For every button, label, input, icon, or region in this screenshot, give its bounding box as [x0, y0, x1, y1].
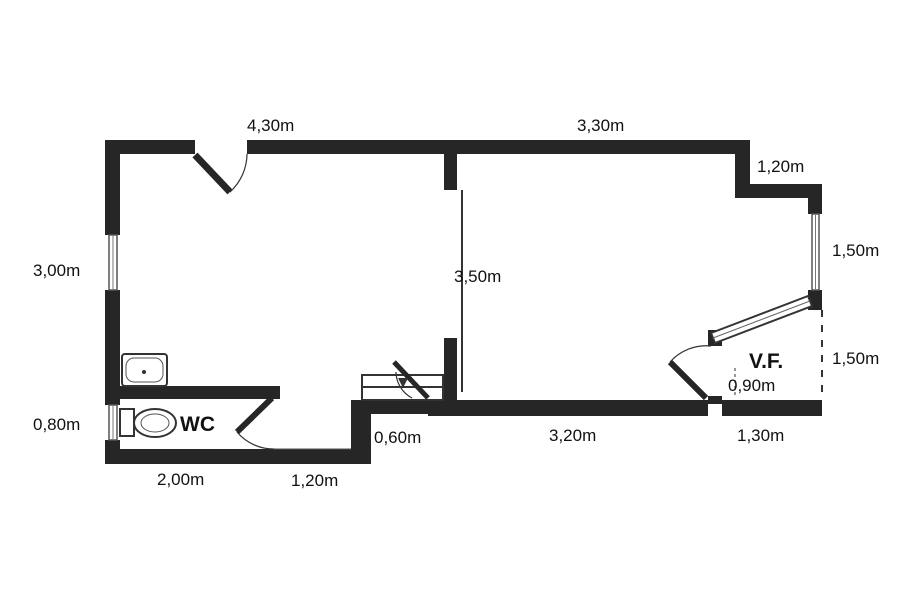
dim-bottom-left: 2,00m — [157, 470, 204, 489]
room-label-vf: V.F. — [749, 350, 783, 373]
dim-vf-door: 0,90m — [728, 376, 775, 395]
dim-bay-lower: 1,50m — [832, 349, 879, 368]
dim-bottom-far-right: 1,30m — [737, 426, 784, 445]
windows — [108, 213, 820, 441]
toilet — [119, 408, 177, 438]
dashed-openings — [734, 310, 823, 400]
dim-partition-height: 3,50m — [454, 267, 501, 286]
dim-step-top: 1,20m — [757, 157, 804, 176]
dimension-labels: 4,30m 3,30m 1,20m 3,00m 3,50m 1,50m 1,50… — [33, 116, 879, 490]
dim-bottom-mid: 1,20m — [291, 471, 338, 490]
room-label-wc: WC — [180, 413, 215, 436]
dim-top-right-width: 3,30m — [577, 116, 624, 135]
dim-left-height: 3,00m — [33, 261, 80, 280]
doors — [192, 152, 712, 450]
walls — [105, 140, 822, 464]
sink — [121, 353, 168, 387]
stairs — [361, 360, 444, 401]
dim-stair-notch: 0,60m — [374, 428, 421, 447]
dim-bottom-right: 3,20m — [549, 426, 596, 445]
dim-bay-window: 1,50m — [832, 241, 879, 260]
dim-wc-height: 0,80m — [33, 415, 80, 434]
room-labels: WC V.F. — [180, 350, 783, 436]
dim-top-left-width: 4,30m — [247, 116, 294, 135]
